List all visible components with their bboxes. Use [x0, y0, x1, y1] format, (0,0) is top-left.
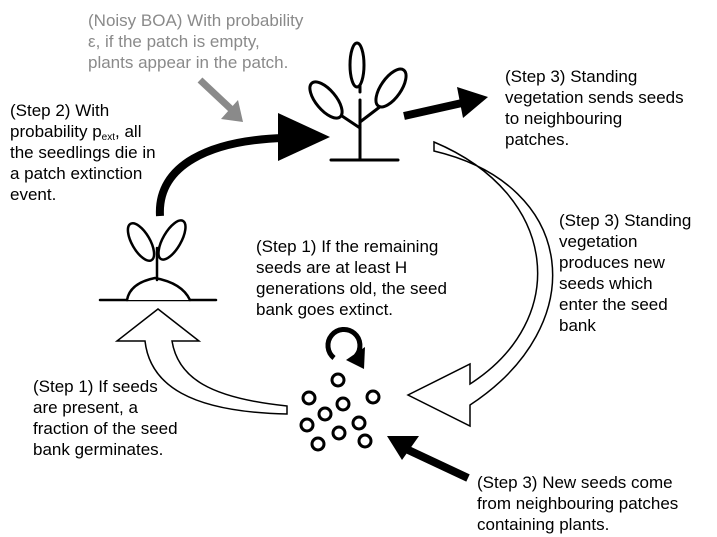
- step3-new-line: (Step 3) New seeds come: [477, 473, 673, 492]
- step2-line: event.: [10, 185, 57, 204]
- step2-prob-prefix: probability p: [10, 122, 102, 141]
- mature-plant-icon: [308, 41, 408, 162]
- step3-new-line: from neighbouring patches: [477, 494, 679, 513]
- step3-produce-line: bank: [559, 316, 596, 335]
- step3-send-line: to neighbouring: [505, 109, 623, 128]
- noisy-boa-line: plants appear in the patch.: [88, 53, 289, 72]
- step3-produce-line: seeds which: [559, 274, 653, 293]
- refresh-arrow-icon: [325, 326, 365, 369]
- growth-arrow: [155, 113, 330, 217]
- step1-extinct-line: seeds are at least H: [256, 258, 408, 277]
- step3-send-seeds-label: (Step 3) Standing vegetation sends seeds…: [505, 66, 684, 150]
- step2-line: (Step 2) With: [10, 101, 110, 120]
- step2-line: probability pext, all: [10, 121, 156, 143]
- seedling-icon: [98, 219, 218, 302]
- germinate-arrow: [114, 308, 288, 415]
- noisy-boa-line: ε, if the patch is empty,: [88, 32, 260, 51]
- step3-produce-line: (Step 3) Standing: [559, 211, 692, 230]
- step3-send-line: vegetation sends seeds: [505, 88, 684, 107]
- step2-extinction-label: (Step 2) With probability pext, all the …: [10, 100, 156, 205]
- step3-new-seeds-label: (Step 3) New seeds come from neighbourin…: [477, 472, 678, 535]
- step2-prob-suffix: , all: [115, 122, 142, 141]
- step1-germinate-label: (Step 1) If seeds are present, a fractio…: [33, 376, 178, 460]
- step3-new-line: containing plants.: [477, 515, 610, 534]
- step1-seedbank-extinct-label: (Step 1) If the remaining seeds are at l…: [256, 236, 447, 320]
- step3-send-line: (Step 3) Standing: [505, 67, 638, 86]
- noisy-boa-arrow: [197, 77, 243, 122]
- step1-germinate-line: are present, a: [33, 398, 138, 417]
- step2-line: the seedlings die in: [10, 143, 156, 162]
- send-seeds-arrow: [403, 87, 488, 120]
- produce-seeds-arrow: [406, 140, 554, 428]
- step2-prob-subscript: ext: [101, 132, 116, 143]
- step1-extinct-line: bank goes extinct.: [256, 300, 394, 319]
- noisy-boa-label: (Noisy BOA) With probability ε, if the p…: [88, 10, 303, 73]
- step3-produce-seeds-label: (Step 3) Standing vegetation produces ne…: [559, 210, 691, 336]
- incoming-seeds-arrow: [387, 436, 470, 482]
- step3-produce-line: produces new: [559, 253, 665, 272]
- step1-germinate-line: fraction of the seed: [33, 419, 178, 438]
- step1-extinct-line: generations old, the seed: [256, 279, 447, 298]
- seed-bank-icon: [299, 372, 381, 452]
- step1-germinate-line: (Step 1) If seeds: [33, 377, 158, 396]
- step3-send-line: patches.: [505, 130, 570, 149]
- step2-line: a patch extinction: [10, 164, 143, 183]
- step3-produce-line: enter the seed: [559, 295, 668, 314]
- step3-produce-line: vegetation: [559, 232, 638, 251]
- step1-extinct-line: (Step 1) If the remaining: [256, 237, 439, 256]
- step1-germinate-line: bank germinates.: [33, 440, 164, 459]
- noisy-boa-line: (Noisy BOA) With probability: [88, 11, 304, 30]
